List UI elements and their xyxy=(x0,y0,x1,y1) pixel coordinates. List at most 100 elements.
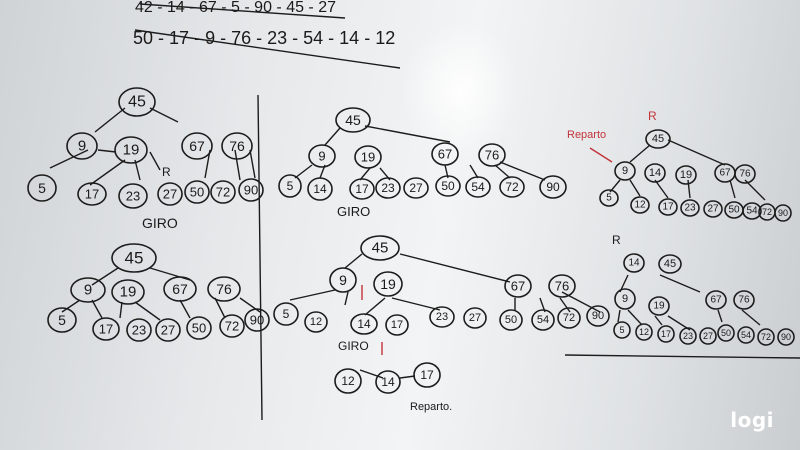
node-label: 45 xyxy=(125,249,144,268)
node-label: 50 xyxy=(441,179,455,193)
leaf xyxy=(737,326,755,344)
node-76 xyxy=(207,276,241,302)
node-label: 27 xyxy=(469,312,481,324)
node-label: 9 xyxy=(84,282,92,299)
giro-label: GIRO xyxy=(337,204,370,219)
node-label: 72 xyxy=(505,180,519,194)
node-14 xyxy=(644,163,666,183)
node-19 xyxy=(114,136,148,164)
vertical-divider-line xyxy=(257,94,263,421)
leaf xyxy=(186,316,212,340)
node-label: 17 xyxy=(661,329,671,339)
reparto-label: Reparto. xyxy=(410,401,452,413)
node-76 xyxy=(733,290,755,310)
leaf xyxy=(375,177,401,199)
leaf xyxy=(463,307,487,329)
logi-watermark-logo: logi xyxy=(730,408,774,432)
tree-5: 45 9 19 67 76 5 12 14 17 23 27 50 54 xyxy=(273,235,610,413)
leaf xyxy=(238,178,264,202)
sub-node xyxy=(413,362,441,388)
node-label: 5 xyxy=(58,312,66,328)
node-label: 17 xyxy=(420,368,434,382)
r-label: R xyxy=(648,109,657,123)
leaf xyxy=(126,318,152,342)
leaf xyxy=(184,180,210,204)
node-9 xyxy=(308,144,336,168)
leaf xyxy=(350,313,378,335)
node-label: 76 xyxy=(485,148,499,163)
node-9 xyxy=(66,132,98,160)
node-label: 45 xyxy=(345,112,361,128)
node-45 xyxy=(360,235,400,261)
leaf xyxy=(278,174,302,198)
node-76 xyxy=(734,164,756,184)
node-label: 90 xyxy=(592,310,604,322)
node-label: 54 xyxy=(746,206,758,217)
r-label: R xyxy=(612,233,621,247)
leaf xyxy=(465,176,491,198)
node-label: 45 xyxy=(664,258,676,270)
node-67 xyxy=(705,290,727,310)
node-label: 19 xyxy=(120,284,137,301)
node-label: 72 xyxy=(216,185,230,200)
node-label: 90 xyxy=(546,180,560,194)
node-label: 90 xyxy=(778,208,788,218)
node-label: 12 xyxy=(341,374,355,388)
node-label: 9 xyxy=(78,138,86,155)
node-label: 76 xyxy=(216,281,232,297)
leaf xyxy=(742,202,762,220)
node-label: 14 xyxy=(649,167,661,179)
tree-6: R 14 45 9 19 67 76 5 12 17 23 27 50 xyxy=(612,233,795,346)
tree-edges xyxy=(61,267,261,321)
leaf xyxy=(403,177,429,199)
node-9 xyxy=(70,277,106,303)
node-label: 5 xyxy=(287,179,294,193)
node-label: 90 xyxy=(250,313,264,328)
leaf xyxy=(657,325,675,343)
red-arrows xyxy=(361,285,383,355)
node-label: 45 xyxy=(128,94,146,111)
leaf xyxy=(219,314,245,338)
node-label: 19 xyxy=(380,276,396,292)
node-45 xyxy=(335,107,371,133)
node-label: 17 xyxy=(99,322,113,337)
node-label: 14 xyxy=(628,258,640,269)
sequence-text-2: 50 - 17 - 9 - 76 - 23 - 54 - 14 - 12 xyxy=(133,28,395,48)
node-label: 17 xyxy=(391,319,403,331)
node-label: 23 xyxy=(126,189,140,204)
sequence-line-2: 50 - 17 - 9 - 76 - 23 - 54 - 14 - 12 xyxy=(133,28,401,69)
strike-line xyxy=(139,3,346,19)
node-label: 27 xyxy=(703,331,713,341)
node-label: 76 xyxy=(229,138,245,154)
node-45 xyxy=(645,129,671,149)
node-19 xyxy=(111,279,145,305)
node-label: 67 xyxy=(710,295,722,306)
node-label: 9 xyxy=(339,272,347,288)
node-label: 50 xyxy=(721,328,731,338)
leaf xyxy=(774,204,792,222)
node-label: 45 xyxy=(652,133,664,145)
node-label: 72 xyxy=(761,332,771,342)
node-label: 54 xyxy=(741,330,751,340)
strike-line xyxy=(134,29,401,69)
node-19 xyxy=(675,165,697,185)
leaf xyxy=(307,177,333,201)
leaf xyxy=(244,308,270,332)
node-label: 23 xyxy=(132,323,146,338)
node-19 xyxy=(373,271,403,297)
leaf xyxy=(586,305,610,327)
leaf xyxy=(155,318,181,342)
node-label: 12 xyxy=(639,327,649,337)
leaf xyxy=(703,200,723,218)
tree-1: 45 9 19 67 76 5 17 23 27 50 72 90 GIRO R xyxy=(27,87,264,231)
tree-3: Reparto R 45 9 14 19 67 76 5 12 17 23 xyxy=(567,109,792,222)
node-45 xyxy=(118,87,156,117)
node-label: 50 xyxy=(728,205,740,216)
node-label: 27 xyxy=(163,187,177,202)
node-label: 17 xyxy=(662,202,674,213)
node-label: 17 xyxy=(355,182,369,196)
node-67 xyxy=(431,142,459,166)
tree-edges xyxy=(49,107,256,186)
leaf xyxy=(273,302,299,326)
